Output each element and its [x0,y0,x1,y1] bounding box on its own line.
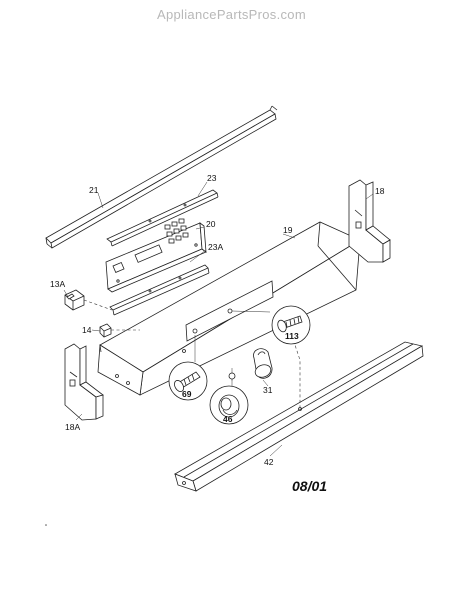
part-31-knob[interactable] [253,348,273,380]
leader-lines [63,181,374,457]
part-23a-bracket[interactable] [109,264,210,316]
callout-14: 14 [82,325,92,335]
callout-19: 19 [283,225,293,235]
part-42-trim[interactable] [174,341,424,492]
callout-20: 20 [206,219,216,229]
part-23-bracket[interactable] [106,189,219,247]
date-code: 08/01 [292,478,327,494]
detail-circle-113 [231,305,311,345]
screw-69-icon [174,371,201,392]
part-21-trim-strip[interactable] [45,105,278,249]
callout-113: 113 [285,331,299,341]
part-14-clip[interactable] [99,323,112,338]
part-13a-switch[interactable] [64,289,85,311]
callout-31: 31 [263,385,273,395]
callout-46: 46 [223,414,233,424]
callout-42: 42 [264,457,274,467]
screw-113-icon [277,315,303,333]
speck [45,524,47,526]
callout-69: 69 [182,389,192,399]
part-20-control-board[interactable] [105,218,207,293]
callout-21: 21 [89,185,99,195]
part-19-control-panel[interactable] [97,221,361,396]
detail-circle-69 [168,335,208,401]
callout-13a: 13A [50,279,65,289]
part-18a-end-cap[interactable] [64,343,104,421]
detail-circle-46 [209,372,249,425]
callout-labels: 21 23 20 23A 19 18 13A 14 113 69 46 31 1… [50,173,385,467]
callout-23a: 23A [208,242,223,252]
callout-18a: 18A [65,422,80,432]
callout-18: 18 [375,186,385,196]
knob-insert-46-icon [218,394,240,418]
callout-23: 23 [207,173,217,183]
watermark: AppliancePartsPros.com [157,7,306,22]
part-18-end-cap[interactable] [348,179,391,263]
